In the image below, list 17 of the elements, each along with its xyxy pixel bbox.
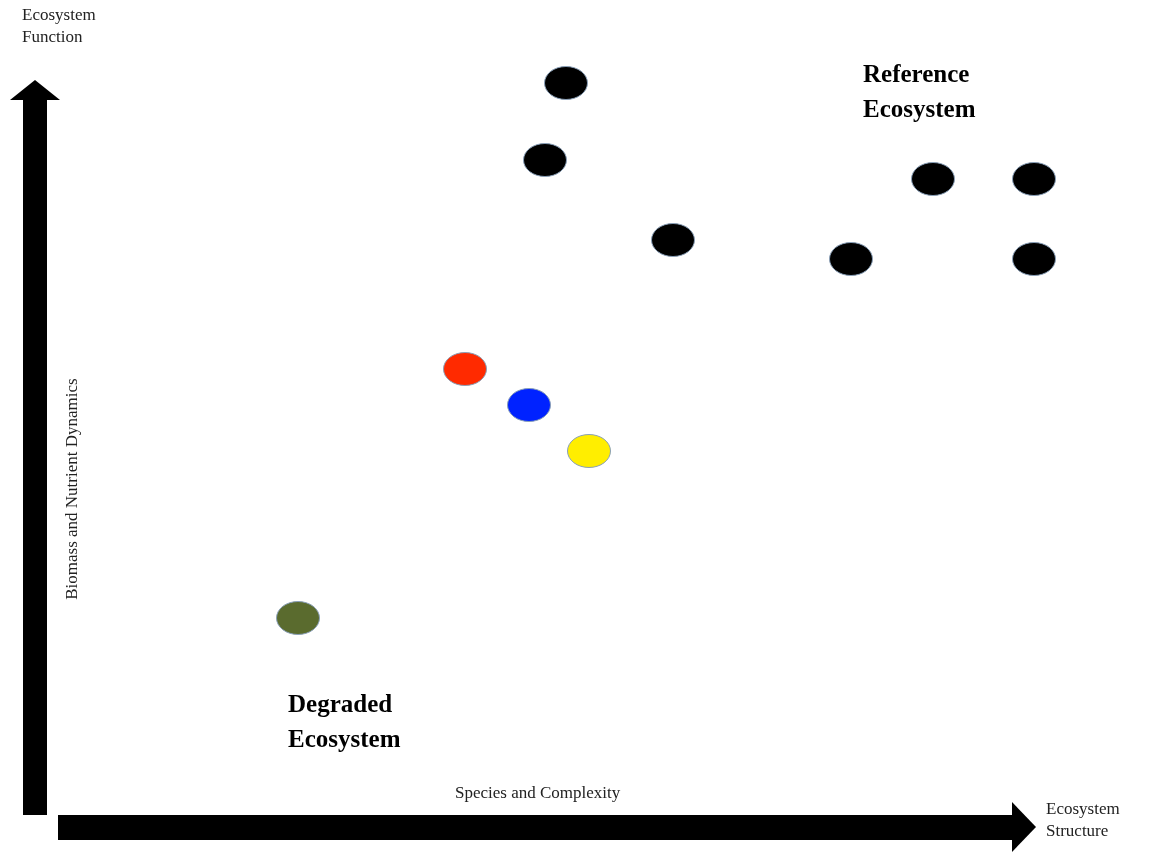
data-dot xyxy=(523,143,567,177)
group-label: Degraded Ecosystem xyxy=(288,689,402,754)
data-dot xyxy=(911,162,955,196)
axis-title: Ecosystem Structure xyxy=(1046,798,1121,843)
data-dot xyxy=(544,66,588,100)
data-dot xyxy=(507,388,551,422)
data-dot xyxy=(443,352,487,386)
data-dot xyxy=(651,223,695,257)
data-dot xyxy=(276,601,320,635)
data-dot xyxy=(1012,242,1056,276)
axis-label: Species and Complexity xyxy=(455,782,622,804)
axis-label: Biomass and Nutrient Dynamics xyxy=(60,377,82,602)
data-dot xyxy=(829,242,873,276)
axis-title: Ecosystem Function xyxy=(22,4,97,49)
data-dot xyxy=(567,434,611,468)
group-label: Reference Ecosystem xyxy=(863,59,977,124)
data-dot xyxy=(1012,162,1056,196)
